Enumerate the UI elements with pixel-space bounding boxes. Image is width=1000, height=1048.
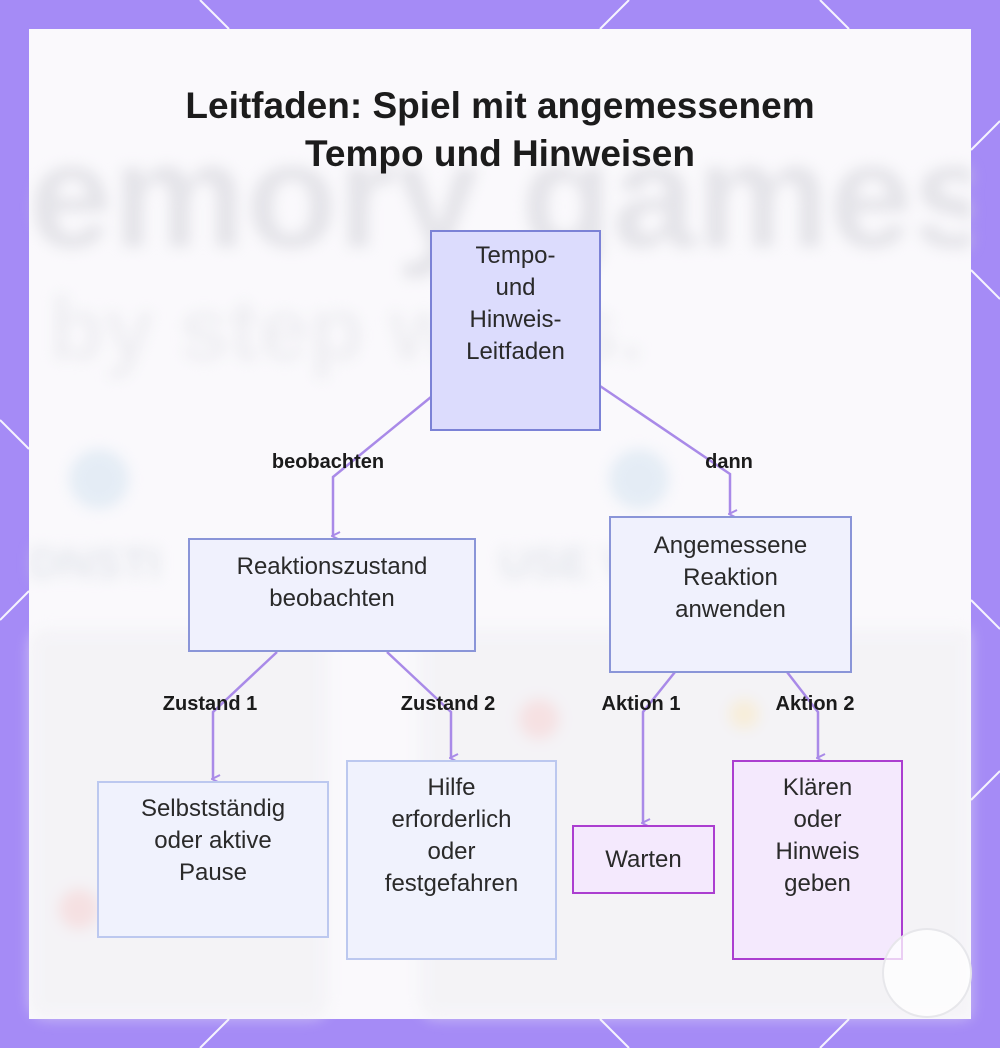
edge-label-dann: dann (705, 451, 753, 473)
edge-label-aktion-1: Aktion 1 (601, 693, 681, 715)
node-text: Angemessene (653, 532, 808, 559)
node-text: Hilfe (427, 774, 476, 801)
title-line-1: Leitfaden: Spiel mit angemessenem (185, 85, 815, 126)
background-circle (69, 449, 129, 509)
background-circle (609, 449, 669, 509)
node-text: und (495, 274, 536, 301)
title-line-2: Tempo und Hinweisen (305, 133, 695, 175)
node-klaeren-oder-hinweis-geben: Klären oder Hinweis geben (732, 760, 903, 960)
edge-label-zustand-1: Zustand 1 (162, 693, 258, 715)
node-selbststaendig-oder-aktive-pause: Selbstständig oder aktive Pause (97, 781, 329, 938)
node-text: anwenden (675, 596, 786, 623)
node-text: oder aktive (154, 827, 272, 854)
node-text: Warten (605, 845, 682, 873)
node-text: Selbstständig (140, 795, 286, 822)
node-text: Klären (782, 774, 853, 801)
background-circle (59, 889, 99, 929)
node-text: Pause (178, 859, 248, 886)
node-text: Hinweis (775, 838, 860, 865)
background-text: DNSTI (29, 539, 161, 588)
edge-observe-to-state1 (213, 651, 278, 779)
node-text: oder (427, 838, 476, 865)
node-text: Reaktion (683, 564, 778, 591)
node-text: Leitfaden (466, 338, 565, 365)
node-text: festgefahren (384, 870, 519, 897)
watermark-seal (882, 928, 972, 1018)
edge-root-to-observe (333, 396, 432, 536)
diagram-title: Leitfaden: Spiel mit angemessenem Tempo … (29, 82, 971, 178)
edge-label-zustand-2: Zustand 2 (400, 693, 496, 715)
edge-apply-to-action2 (786, 671, 818, 758)
node-angemessene-reaktion-anwenden: Angemessene Reaktion anwenden (609, 516, 852, 673)
node-warten: Warten (572, 825, 715, 894)
node-text: geben (784, 870, 851, 897)
edge-label-aktion-2: Aktion 2 (775, 693, 855, 715)
node-text: Hinweis- (469, 306, 562, 333)
background-circle (729, 699, 759, 729)
node-hilfe-erforderlich-oder-festgefahren: Hilfe erforderlich oder festgefahren (346, 760, 557, 960)
node-text: Reaktionszustand (236, 553, 428, 580)
edge-root-to-apply (599, 384, 730, 514)
node-text: erforderlich (391, 806, 512, 833)
edge-observe-to-state2 (386, 651, 451, 758)
node-tempo-und-hinweis-leitfaden: Tempo- und Hinweis- Leitfaden (430, 230, 601, 431)
node-text: Tempo- (475, 242, 556, 269)
node-text: beobachten (269, 585, 395, 612)
edge-apply-to-action1 (643, 671, 676, 823)
background-circle (519, 699, 559, 739)
node-text: oder (793, 806, 842, 833)
node-reaktionszustand-beobachten: Reaktionszustand beobachten (188, 538, 476, 652)
edge-label-beobachten: beobachten (271, 451, 385, 473)
